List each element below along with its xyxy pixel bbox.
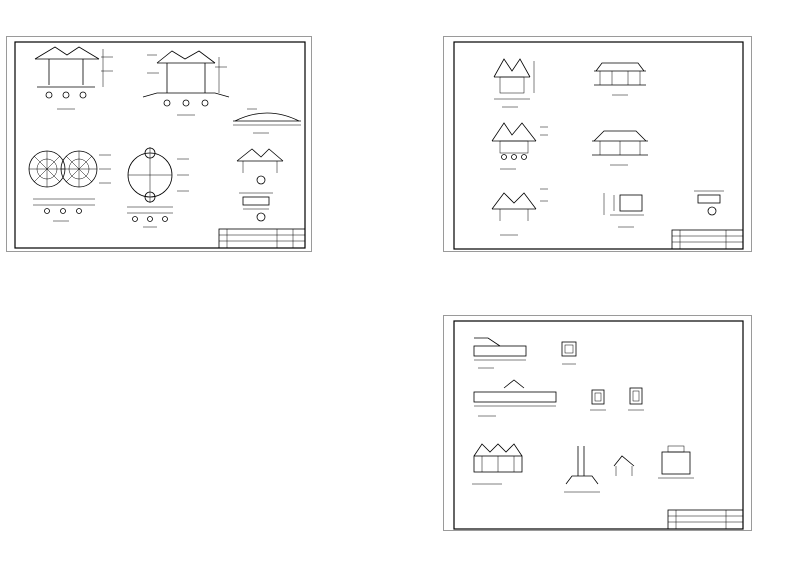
sheet-3-footing-3: [658, 445, 694, 479]
sheet-3-canvas: [453, 320, 744, 530]
drawing-sheet-1[interactable]: [6, 36, 312, 252]
sheet-3-footing-2: [613, 455, 635, 476]
sheet-3-title-block: [667, 509, 744, 530]
sheet-2-detail: [694, 190, 724, 216]
sheet-1-frame: [14, 41, 306, 249]
sheet-2-canvas: [453, 41, 744, 250]
sheet-3-footing-1: [564, 446, 600, 493]
sheet-2-frame: [453, 41, 744, 250]
sheet-1-elevation: [34, 46, 113, 110]
sheet-2-gable-elevation-3: [491, 188, 548, 236]
sheet-1-title-block: [218, 228, 306, 249]
sheet-3-column-section-2: [590, 389, 606, 411]
sheet-1-plan-left: [28, 150, 111, 222]
sheet-2-title-block: [671, 229, 744, 250]
sheet-2-gable-elevation-1: [493, 58, 535, 108]
sheet-3-beam-1: [473, 337, 527, 369]
sheet-2-front-elevation-2: [592, 130, 648, 166]
sheet-3-beam-2: [473, 379, 557, 417]
sheet-1-roof-profile: [233, 108, 301, 134]
sheet-3-column-section-3: [628, 387, 644, 411]
sheet-1-plan-right: [127, 147, 189, 228]
sheet-3-column-section-1: [561, 341, 577, 365]
sheet-2-gable-elevation-2: [491, 122, 548, 170]
drawing-sheet-2[interactable]: [443, 36, 752, 252]
sheet-1-side-elevation: [142, 50, 230, 116]
sheet-3-truss-detail: [472, 443, 523, 485]
sheet-2-front-elevation-1: [594, 62, 646, 96]
sheet-1-canvas: [14, 41, 306, 249]
drawing-sheet-3[interactable]: [443, 315, 752, 531]
sheet-1-detail: [239, 192, 273, 222]
sheet-3-frame: [453, 320, 744, 530]
sheet-1-section: [236, 148, 284, 185]
sheet-2-section: [603, 193, 644, 228]
